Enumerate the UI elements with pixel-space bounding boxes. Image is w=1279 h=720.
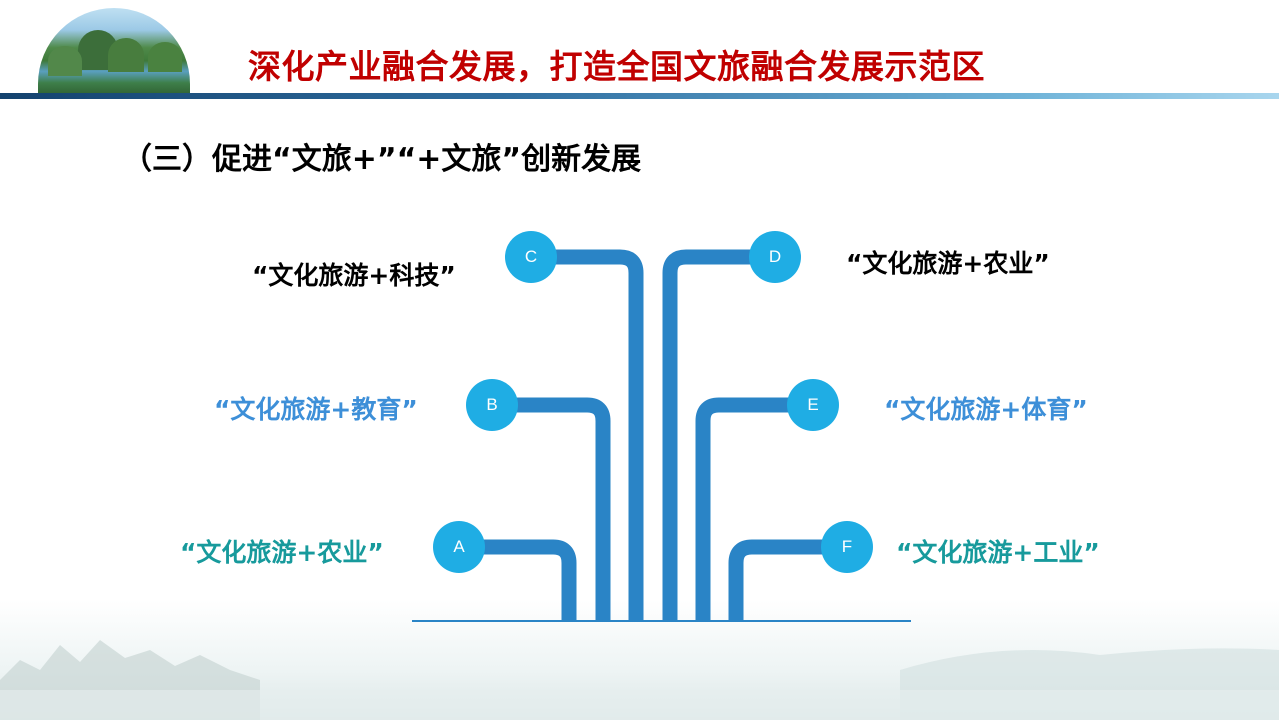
node-d: D <box>749 231 801 283</box>
page-title: 深化产业融合发展，打造全国文旅融合发展示范区 <box>248 47 985 86</box>
label-c: “文化旅游+科技” <box>252 261 456 290</box>
landscape-photo <box>38 8 190 96</box>
node-a: A <box>433 521 485 573</box>
section-subtitle: （三）促进“文旅+”“+文旅”创新发展 <box>122 142 642 177</box>
branch-line-e <box>695 397 813 621</box>
label-b: “文化旅游+教育” <box>214 395 418 424</box>
branch-line-d <box>662 249 775 621</box>
node-f: F <box>821 521 873 573</box>
branch-line-f <box>728 539 847 621</box>
branch-line-a <box>459 539 577 621</box>
label-a: “文化旅游+农业” <box>180 538 384 567</box>
node-c: C <box>505 231 557 283</box>
label-d: “文化旅游+农业” <box>846 249 1050 278</box>
label-f: “文化旅游+工业” <box>896 538 1100 567</box>
branch-line-c <box>531 249 644 621</box>
node-b: B <box>466 379 518 431</box>
header-divider <box>0 93 1279 99</box>
node-e: E <box>787 379 839 431</box>
label-e: “文化旅游+体育” <box>884 395 1088 424</box>
branch-line-b <box>492 397 611 621</box>
